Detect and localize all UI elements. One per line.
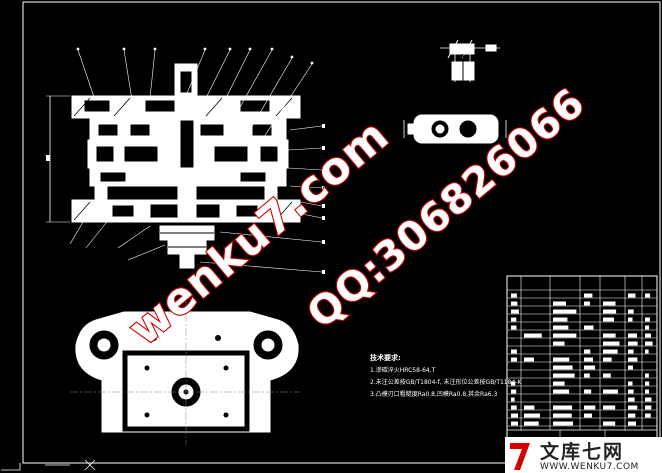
parts-list-cell-text (553, 413, 572, 418)
parts-list-cell-text (645, 349, 649, 354)
parts-list-cell-text (524, 357, 534, 362)
parts-list-cell-text (584, 349, 591, 354)
parts-list-cell-text (645, 317, 650, 322)
parts-list-cell-text (628, 293, 636, 298)
parts-list-cell-text (584, 365, 596, 370)
notes-line-2: 2.未注公差按GB/T1804-f, 未注形位公差按GB/T1184-K (370, 378, 522, 386)
parts-list-cell-text (603, 333, 616, 338)
parts-list-cell-text (553, 309, 577, 314)
parts-list-cell-text (553, 301, 566, 306)
logo-mark-icon: 7 (510, 443, 530, 470)
parts-list-cell-text (524, 421, 539, 426)
parts-list-cell-text (628, 405, 638, 410)
parts-list-cell-text (511, 317, 517, 322)
parts-list-cell-text (603, 357, 612, 362)
parts-list-cell-text (511, 349, 517, 354)
parts-list-cell-text (584, 357, 593, 362)
detail-view-punch (440, 39, 500, 84)
parts-list-cell-text (603, 301, 616, 306)
parts-list-cell-text (628, 349, 634, 354)
parts-list-cell-text (511, 325, 517, 330)
parts-list-cell-text (524, 413, 540, 418)
parts-list-cell-text (645, 373, 649, 378)
parts-list-cell-text (511, 381, 516, 386)
notes-title: 技术要求: (370, 353, 401, 362)
parts-list-cell-text (553, 325, 569, 330)
parts-list-cell-text (511, 301, 518, 306)
parts-list-cell-text (628, 357, 638, 362)
parts-list-cell-text (584, 389, 592, 394)
detail-view-plate (403, 114, 507, 144)
parts-list-cell-text (553, 405, 573, 410)
parts-list-cell-text (645, 381, 650, 386)
parts-list-cell-text (628, 365, 633, 370)
parts-list-cell-text (524, 405, 535, 410)
parts-list-cell-text (584, 325, 594, 330)
parts-list-cell-text (628, 397, 635, 402)
parts-list-cell-text (553, 365, 573, 370)
parts-list-cell-text (645, 293, 651, 298)
parts-list-cell-text (524, 333, 542, 338)
parts-list-cell-text (511, 397, 515, 402)
site-logo: 7 文库七网 WWW.WENKU7.COM (505, 437, 662, 473)
technical-notes: 技术要求: 1.渗碳淬火HRC58-64,T 2.未注公差按GB/T1804-f… (370, 353, 522, 398)
parts-list-cell-text (584, 413, 592, 418)
parts-list-cell-text (603, 349, 618, 354)
parts-list-cell-text (603, 373, 611, 378)
parts-list-cell-text (553, 389, 570, 394)
parts-list-cell-text (511, 413, 518, 418)
title-block (506, 275, 658, 463)
parts-list-cell-text (584, 373, 590, 378)
parts-list-cell-text (511, 309, 519, 314)
parts-list-cell-text (584, 405, 596, 410)
parts-list-cell-text (511, 421, 518, 426)
parts-list-cell-text (645, 405, 652, 410)
parts-list-cell-text (553, 381, 565, 386)
logo-name: 文库七网 (540, 440, 624, 463)
parts-list-cell-text (628, 341, 638, 346)
parts-list-cell-text (628, 389, 634, 394)
parts-list-cell-text (584, 293, 593, 298)
parts-list-cell-text (628, 413, 636, 418)
parts-list-cell-text (511, 389, 517, 394)
die-plan-view (70, 300, 300, 445)
parts-list-cell-text (511, 405, 517, 410)
parts-list-cell-text (553, 357, 570, 362)
parts-list-cell-text (553, 373, 575, 378)
logo-url: WWW.WENKU7.COM (540, 462, 639, 472)
parts-list-cell-text (603, 309, 617, 314)
parts-list-cell-text (553, 421, 573, 426)
parts-list-cell-text (645, 333, 651, 338)
parts-list-cell-text (553, 317, 568, 322)
parts-list-cell-text (603, 389, 618, 394)
parts-list-cell-text (553, 333, 577, 338)
parts-list-cell-text (584, 301, 590, 306)
parts-list-cell-text (628, 421, 636, 426)
parts-list-cell-text (645, 389, 649, 394)
parts-list-cell-text (603, 317, 614, 322)
notes-line-1: 1.渗碳淬火HRC58-64,T (370, 366, 436, 374)
parts-list-cell-text (511, 357, 517, 362)
parts-list-cell-text (645, 325, 650, 330)
parts-list-cell-text (553, 341, 565, 346)
parts-list-cell-text (603, 405, 616, 410)
parts-list-cell-text (628, 333, 637, 338)
die-front-section-view (46, 47, 325, 274)
parts-list-cell-text (645, 413, 651, 418)
parts-list-cell-text (603, 341, 620, 346)
parts-list-cell-text (628, 309, 634, 314)
parts-list-cell-text (628, 381, 633, 386)
notes-line-3: 3.凸模刃口粗糙度Ra0.8,凹模Ra0.8,其余Ra6.3 (370, 390, 497, 398)
parts-list-cell-text (645, 341, 653, 346)
parts-list-cell-text (511, 293, 517, 298)
parts-list-cell-text (628, 317, 633, 322)
parts-list-cell-text (645, 397, 652, 402)
parts-list-cell-text (603, 421, 616, 426)
